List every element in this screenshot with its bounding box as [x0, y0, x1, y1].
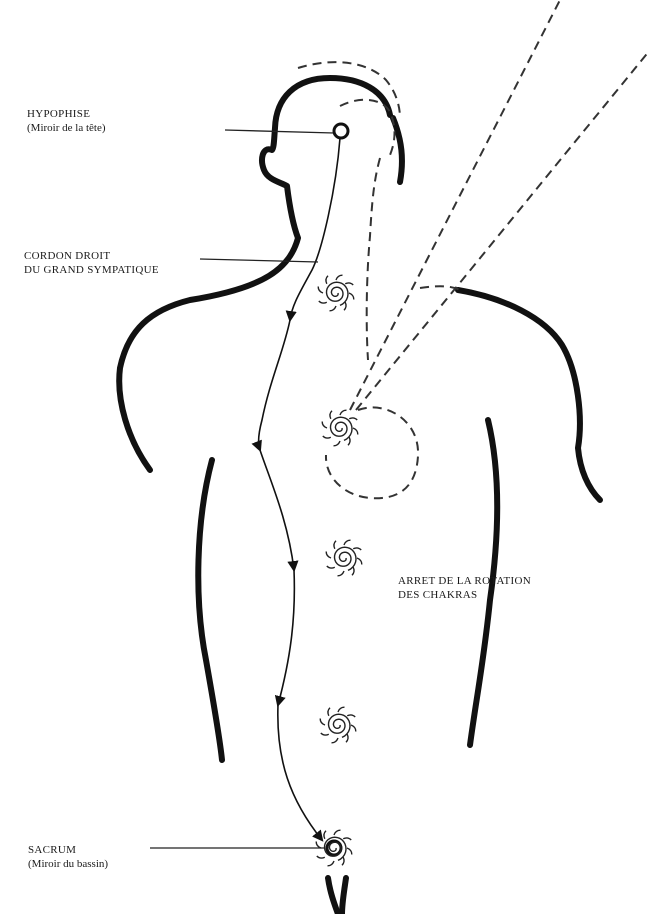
body-right-leg: [342, 878, 346, 914]
arret-line-1: ARRET DE LA ROTATION: [398, 575, 531, 589]
dashed-head-outline: [298, 62, 400, 118]
pointer-hypophise: [225, 130, 334, 133]
chakra-spiral: [318, 275, 354, 311]
body-left-leg: [328, 878, 338, 914]
cord-segment-5: [278, 705, 322, 840]
circle-markers: [327, 124, 348, 855]
label-pointers: [150, 130, 334, 848]
chakra-spiral: [326, 540, 362, 576]
body-left-outline: [119, 78, 390, 470]
sacrum-desc: (Miroir du bassin): [28, 858, 108, 872]
cordon-line-1: CORDON DROIT: [24, 250, 159, 264]
body-right-shoulder: [458, 290, 600, 500]
dashed-ray-1: [350, 0, 560, 410]
cord-segment-2: [259, 320, 290, 450]
dashed-ray-2: [356, 50, 650, 410]
cord-segment-4: [278, 570, 294, 705]
sacrum-name: SACRUM: [28, 844, 108, 858]
cordon-label: CORDON DROIT DU GRAND SYMPATIQUE: [24, 250, 159, 278]
chakra-spiral: [322, 410, 358, 446]
body-right-head: [393, 118, 402, 182]
dashed-heart-outline: [326, 407, 418, 498]
chakra-spirals: [316, 275, 362, 866]
cord-segment-3: [260, 450, 294, 570]
hypophise-desc: (Miroir de la tête): [27, 122, 106, 136]
hypophise-label: HYPOPHISE (Miroir de la tête): [27, 108, 106, 136]
cordon-line-2: DU GRAND SYMPATIQUE: [24, 264, 159, 278]
hypophise-marker: [334, 124, 348, 138]
dashed-neck-line: [367, 158, 380, 360]
chakra-spiral: [320, 707, 356, 743]
hypophise-name: HYPOPHISE: [27, 108, 106, 122]
pointer-cordon: [200, 259, 318, 262]
sacrum-label: SACRUM (Miroir du bassin): [28, 844, 108, 872]
arret-label: ARRET DE LA ROTATION DES CHAKRAS: [398, 575, 531, 603]
body-left-torso: [198, 460, 222, 760]
arret-line-2: DES CHAKRAS: [398, 589, 531, 603]
